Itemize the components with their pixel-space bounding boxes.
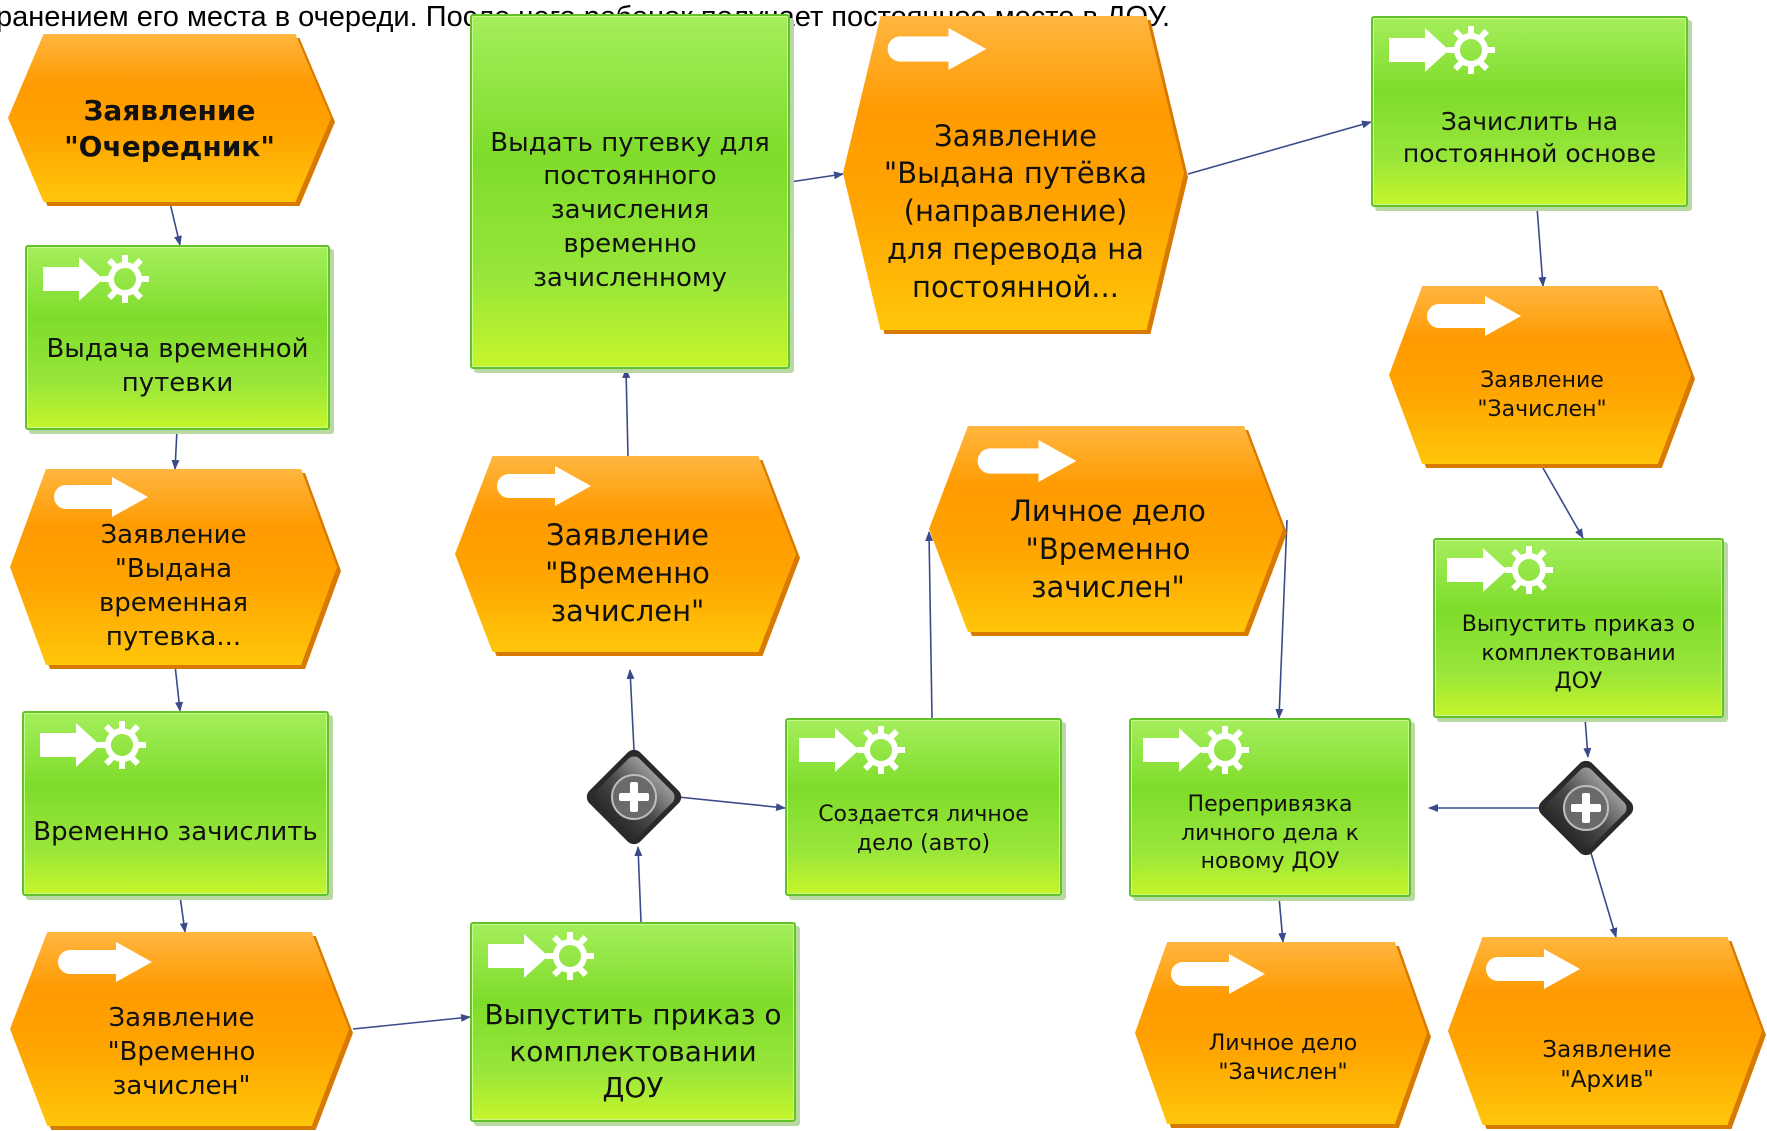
function-icon <box>40 721 146 769</box>
event-label: Заявление "Зачислен" <box>1477 368 1607 422</box>
event-label: Заявление "Очередник" <box>64 93 275 163</box>
event-label: Личное дело "Зачислен" <box>1208 1031 1358 1085</box>
function-prikaz-2[interactable]: Выпустить приказ о комплектовании ДОУ <box>1433 538 1724 718</box>
edge-vydat-to-vydana-putevka <box>789 171 844 183</box>
edge-periprivyazka-to-lichnoe-zachislen <box>1278 896 1287 943</box>
function-label: Зачислить на постоянной основе <box>1402 106 1657 169</box>
event-icon <box>977 440 1077 482</box>
edge-zachislen-to-prikaz-2 <box>1542 467 1584 539</box>
edge-prikaz-1-to-gate-1 <box>634 846 643 923</box>
function-label: Выпустить приказ о комплектовании ДОУ <box>1461 612 1696 695</box>
event-icon <box>1427 296 1521 336</box>
function-label: Создается личное дело (авто) <box>818 802 1029 856</box>
event-icon <box>58 942 152 982</box>
edge-gate-1-to-sozdaetsya <box>677 796 786 812</box>
event-lichnoe-delo-zachislen[interactable]: Личное дело "Зачислен" <box>1135 942 1431 1128</box>
event-ocherednik[interactable]: Заявление "Очередник" <box>8 34 335 206</box>
event-icon <box>887 28 987 70</box>
function-zachislit-post[interactable]: Зачислить на постоянной основе <box>1371 16 1688 207</box>
event-vydana-vremennaya[interactable]: Заявление "Выдана временная путевка... <box>10 469 341 669</box>
function-label: Выдать путевку для постоянного зачислени… <box>490 127 770 293</box>
function-icon <box>799 726 905 774</box>
edge-vydana-to-vrem <box>174 664 184 712</box>
function-icon <box>1389 26 1495 74</box>
event-icon <box>1486 949 1580 989</box>
and-gateway-2 <box>1538 760 1634 856</box>
edge-vydacha-to-vydana <box>171 429 180 470</box>
edge-lichnoe-vrem-to-periprivyazka <box>1275 519 1288 719</box>
edge-sozdaetsya-to-lichnoe-vrem <box>925 531 934 719</box>
function-label: Выдача временной путевки <box>46 334 309 398</box>
event-label: Заявление "Выдана временная путевка... <box>98 520 248 652</box>
event-zachislen[interactable]: Заявление "Зачислен" <box>1389 286 1695 468</box>
function-label: Выпустить приказ о комплектовании ДОУ <box>484 998 782 1105</box>
event-label: Личное дело "Временно зачислен" <box>1010 494 1206 604</box>
edge-ev-vrem-1-to-prikaz-1 <box>352 1013 471 1030</box>
event-vremenno-zachislen-2[interactable]: Заявление "Временно зачислен" <box>455 456 800 656</box>
event-icon <box>497 466 591 506</box>
edge-vrem-to-ev-vrem-1 <box>179 895 188 933</box>
edge-ocherednik-to-vydacha <box>169 202 182 246</box>
function-icon <box>488 932 594 980</box>
function-sozdaetsya[interactable]: Создается личное дело (авто) <box>785 718 1062 896</box>
event-label: Заявление "Архив" <box>1542 1037 1672 1093</box>
event-lichnoe-delo-vremenno[interactable]: Личное дело "Временно зачислен" <box>929 426 1287 636</box>
function-prikaz-1[interactable]: Выпустить приказ о комплектовании ДОУ <box>470 922 796 1122</box>
edge-zachislit-to-zachislen <box>1536 206 1547 287</box>
function-periprivyazka[interactable]: Перепривязка личного дела к новому ДОУ <box>1129 718 1411 897</box>
event-label: Заявление "Временно зачислен" <box>107 1003 256 1101</box>
event-label: Заявление "Временно зачислен" <box>545 518 710 628</box>
function-vremenno-zachislit[interactable]: Временно зачислить <box>22 711 329 896</box>
event-arhiv[interactable]: Заявление "Архив" <box>1448 937 1766 1129</box>
function-icon <box>1447 546 1553 594</box>
edge-gate-1-to-ev-vrem-2 <box>626 669 635 751</box>
event-icon <box>54 477 148 517</box>
edge-ev-vrem-2-to-vydat <box>622 368 631 457</box>
function-vydacha[interactable]: Выдача временной путевки <box>25 245 330 430</box>
edge-gate-2-to-arhiv <box>1590 852 1618 938</box>
and-gateway-1 <box>586 749 682 845</box>
event-icon <box>1171 954 1265 994</box>
edge-vydana-putevka-to-zachislit <box>1187 120 1372 175</box>
edge-prikaz-2-to-gate-2 <box>1583 717 1592 758</box>
event-vremenno-zachislen-1[interactable]: Заявление "Временно зачислен" <box>10 932 353 1130</box>
event-label: Заявление "Выдана путёвка (направление) … <box>883 118 1148 304</box>
function-icon <box>1143 726 1249 774</box>
function-vydat-putevku[interactable]: Выдать путевку для постоянного зачислени… <box>470 14 790 369</box>
function-label: Временно зачислить <box>33 817 318 848</box>
function-label: Перепривязка личного дела к новому ДОУ <box>1181 792 1359 875</box>
event-vydana-putevka[interactable]: Заявление "Выдана путёвка (направление) … <box>843 16 1188 334</box>
function-icon <box>43 255 149 303</box>
